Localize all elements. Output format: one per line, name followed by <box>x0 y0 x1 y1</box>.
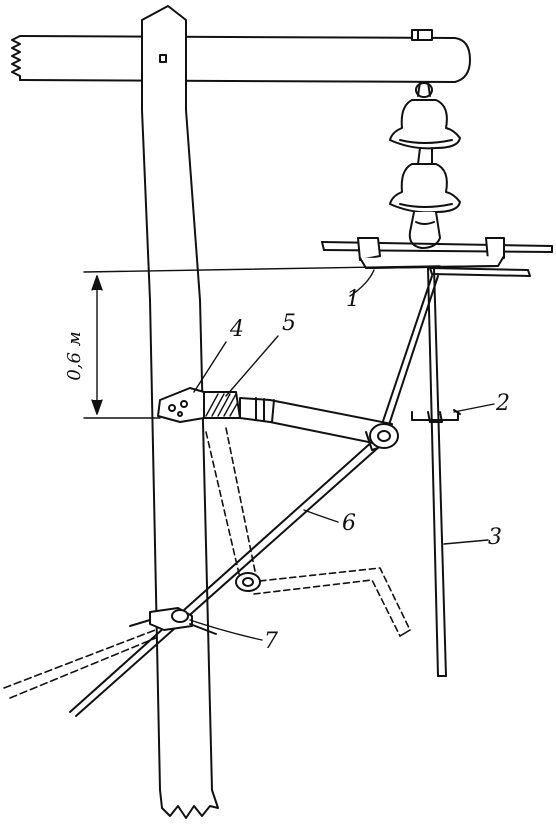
rod-bracket-2 <box>411 409 461 423</box>
pole-clamp-7 <box>129 607 217 635</box>
dimension-label: 0,6 м <box>64 331 85 380</box>
callout-1: 1 <box>346 287 360 312</box>
leader-lines <box>189 269 495 641</box>
conductor-clamp-1 <box>321 237 553 277</box>
callout-3: 3 <box>488 525 502 550</box>
strut-foot <box>235 572 261 592</box>
callout-4: 4 <box>229 317 244 342</box>
callout-6: 6 <box>342 511 356 536</box>
insulator-string <box>389 81 461 249</box>
crossarm <box>11 29 471 83</box>
bracket-arm <box>157 387 399 451</box>
callout-5: 5 <box>282 311 296 336</box>
support-rod-3 <box>427 267 447 677</box>
dimension-0-6m <box>83 265 441 419</box>
callout-2: 2 <box>495 391 510 416</box>
span-wire-6 <box>69 275 439 717</box>
callout-7: 7 <box>264 629 278 654</box>
